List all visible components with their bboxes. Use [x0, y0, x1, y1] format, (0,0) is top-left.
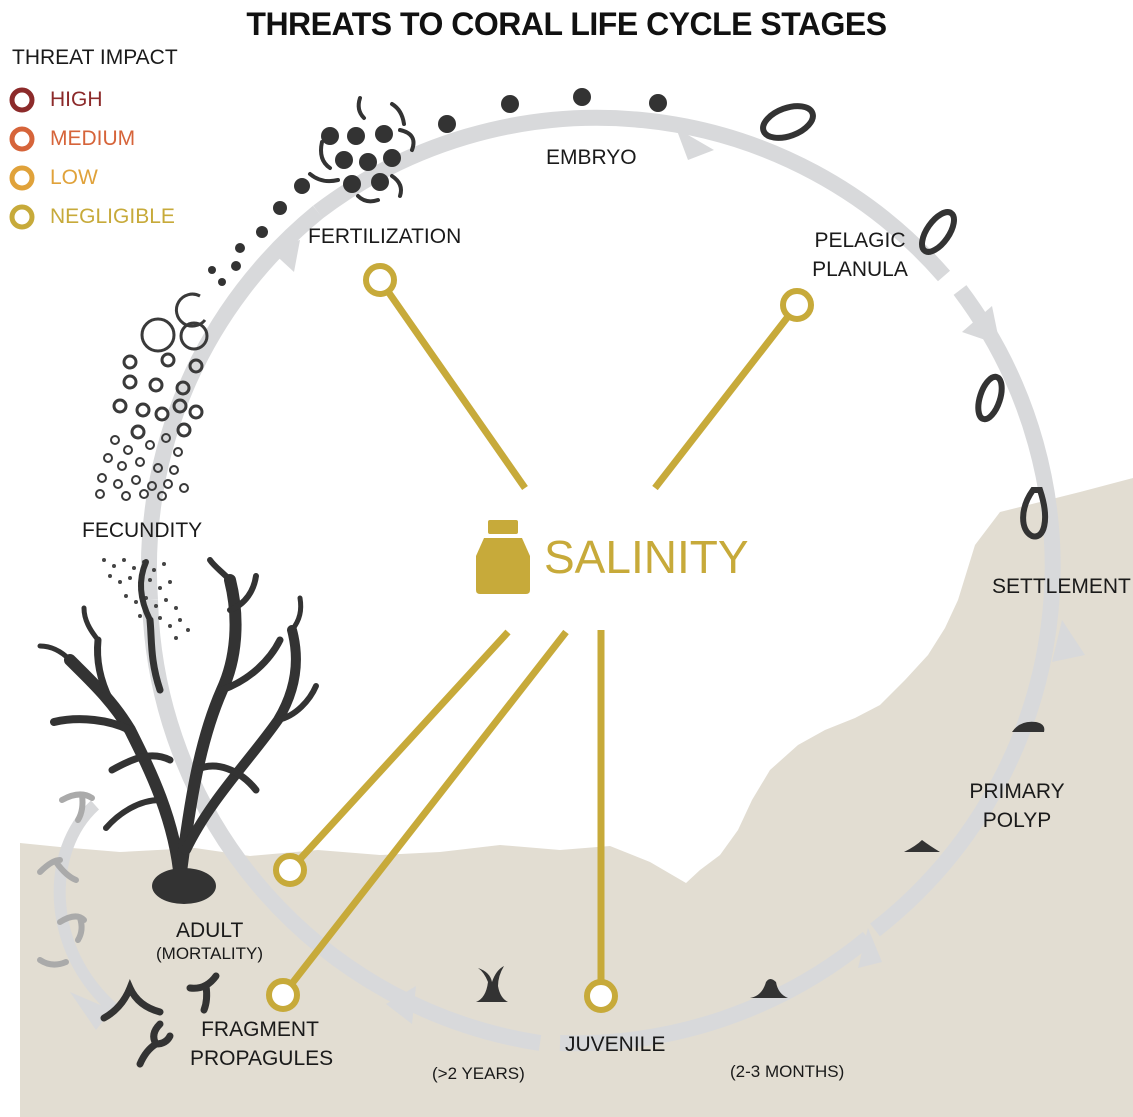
juvenile-impact-node: [584, 979, 618, 1013]
gamete-particles: [112, 292, 209, 440]
duration-polyp-juvenile: (2-3 MONTHS): [730, 1062, 845, 1081]
fertilization-cluster: [208, 88, 667, 286]
page-title: THREATS TO CORAL LIFE CYCLE STAGES: [246, 6, 887, 42]
polyp-shapes: [476, 721, 1045, 1002]
legend-low-icon: [9, 165, 35, 191]
stage-pelagic-planula: PELAGIC PLANULA: [808, 226, 912, 284]
legend-medium-icon: [9, 126, 35, 152]
stage-fertilization: FERTILIZATION: [308, 225, 462, 248]
planula-larvae: [760, 103, 1049, 540]
coral-fragments: [100, 972, 220, 1068]
stage-pelagic-planula-line1: PELAGIC: [814, 229, 906, 252]
planula-impact-node: [780, 288, 814, 322]
stage-embryo: EMBRYO: [546, 146, 637, 169]
cycle-arrowheads: [70, 128, 1085, 1030]
legend-swatches: [9, 87, 35, 230]
legend-low-label: LOW: [50, 166, 98, 189]
legend-title: THREAT IMPACT: [12, 46, 178, 69]
sperm-arcs: [308, 96, 416, 204]
coral-base: [152, 868, 216, 904]
legend-negligible-label: NEGLIGIBLE: [50, 205, 175, 228]
fading-fragments: [37, 791, 95, 968]
stage-pelagic-planula-line2: PLANULA: [812, 258, 908, 281]
stage-primary-polyp-line2: POLYP: [982, 809, 1052, 832]
duration-juvenile-adult: (>2 YEARS): [432, 1064, 525, 1083]
stage-fecundity: FECUNDITY: [82, 519, 203, 542]
salinity-connectors: [280, 277, 800, 998]
salinity-endpoints: [266, 263, 814, 1013]
threat-label: SALINITY: [544, 531, 749, 583]
weight-icon: [476, 520, 530, 594]
stage-juvenile: JUVENILE: [565, 1033, 666, 1056]
legend-negligible-icon: [9, 204, 35, 230]
stage-adult: ADULT: [176, 919, 244, 942]
legend-high-icon: [9, 87, 35, 113]
stage-primary-polyp: PRIMARY POLYP: [966, 777, 1068, 835]
stage-primary-polyp-line1: PRIMARY: [969, 780, 1065, 803]
legend-medium-label: MEDIUM: [50, 127, 136, 150]
legend-high-label: HIGH: [50, 88, 103, 111]
stage-adult-note: (MORTALITY): [156, 944, 264, 963]
stage-fragment-line1: FRAGMENT: [201, 1018, 319, 1041]
fragment-loop: [53, 800, 119, 1015]
stage-fragment-line2: PROPAGULES: [190, 1047, 334, 1070]
stage-fragment-propagules: FRAGMENT PROPAGULES: [190, 1015, 334, 1073]
fertilization-impact-node: [363, 263, 397, 297]
small-gamete-particles: [95, 433, 189, 501]
stage-settlement: SETTLEMENT: [992, 575, 1131, 598]
adult-impact-node: [273, 853, 307, 887]
fragment-impact-node: [266, 978, 300, 1012]
adult-coral: [37, 557, 319, 886]
